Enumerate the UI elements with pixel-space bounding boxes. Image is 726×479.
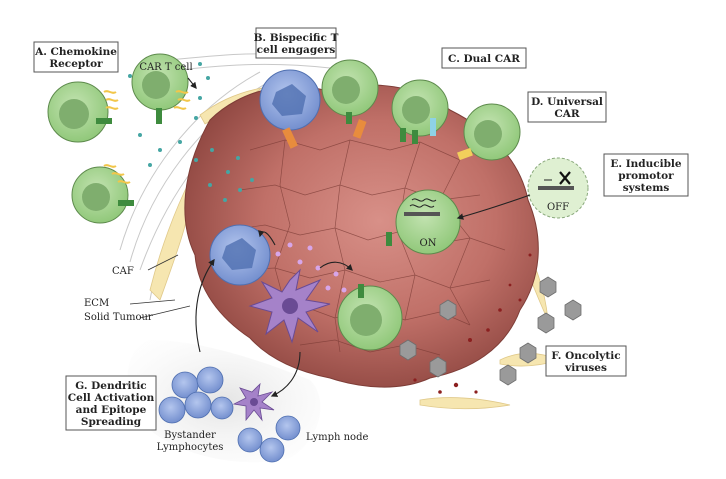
car-t-cell-d bbox=[430, 103, 521, 161]
bystander-lymphocytes bbox=[158, 366, 234, 424]
car-t-cell-a2 bbox=[131, 53, 189, 124]
antigen-dots bbox=[275, 242, 347, 293]
label-inducible-line3: systems bbox=[623, 182, 670, 194]
annotation-car-t-cell: CAR T cell bbox=[139, 62, 192, 73]
label-dual-car: C. Dual CAR bbox=[441, 47, 527, 69]
label-universal-line2: CAR bbox=[554, 108, 580, 120]
lymph-node-lymphocytes bbox=[237, 415, 301, 463]
label-universal-line1: D. Universal bbox=[531, 96, 603, 108]
label-bispecific-line1: B. Bispecific T bbox=[254, 32, 339, 44]
label-dendritic-line4: Spreading bbox=[81, 416, 142, 428]
chemokine-receptors-a1 bbox=[103, 90, 119, 110]
dendritic-cell-main bbox=[248, 268, 331, 344]
car-t-cell-inducible-off bbox=[527, 157, 589, 219]
label-inducible: E. Inducible promotor systems bbox=[603, 153, 689, 197]
annotation-bystander-line1: Bystander bbox=[164, 430, 216, 441]
label-dendritic: G. Dendritic Cell Activation and Epitope… bbox=[65, 375, 157, 431]
label-bispecific-line2: cell engagers bbox=[257, 44, 336, 56]
annotation-solid-tumour: Solid Tumour bbox=[84, 312, 153, 323]
label-chemokine-line1: A. Chemokine bbox=[34, 46, 117, 58]
annotation-caf: CAF bbox=[112, 266, 134, 277]
label-universal-car: D. Universal CAR bbox=[527, 91, 607, 123]
car-t-cell-a1 bbox=[47, 81, 112, 143]
car-t-cell-inducible-on bbox=[386, 189, 461, 255]
label-dual-car-text: C. Dual CAR bbox=[448, 53, 520, 65]
tumour-lymphocyte bbox=[209, 224, 271, 286]
annotation-ecm: ECM bbox=[84, 298, 109, 309]
virus-debris bbox=[413, 253, 532, 394]
label-inducible-line2: promotor bbox=[618, 170, 674, 182]
label-dendritic-line3: and Epitope bbox=[76, 404, 147, 416]
chemokine-receptors-a3 bbox=[103, 164, 131, 184]
label-oncolytic-line2: viruses bbox=[564, 362, 607, 374]
label-chemokine-receptor: A. Chemokine Receptor bbox=[33, 41, 119, 73]
label-dendritic-line1: G. Dendritic bbox=[75, 380, 146, 392]
chemokine-dots bbox=[128, 62, 254, 202]
car-t-cell-a3 bbox=[71, 166, 134, 224]
car-t-cell-b bbox=[321, 59, 379, 139]
annotation-off: OFF bbox=[547, 202, 569, 213]
label-bispecific: B. Bispecific T cell engagers bbox=[254, 27, 339, 59]
chemokine-receptors-a2 bbox=[173, 90, 191, 110]
label-inducible-line1: E. Inducible bbox=[610, 158, 682, 170]
oncolytic-viruses bbox=[399, 276, 582, 386]
label-dendritic-line2: Cell Activation bbox=[68, 392, 155, 404]
arrows bbox=[187, 77, 531, 397]
car-t-cell-tumour bbox=[337, 284, 403, 351]
label-oncolytic-line1: F. Oncolytic bbox=[551, 350, 620, 362]
label-oncolytic: F. Oncolytic viruses bbox=[545, 345, 627, 377]
bispecific-lymphocyte bbox=[259, 69, 321, 149]
leader-lines bbox=[129, 254, 191, 319]
label-chemokine-line2: Receptor bbox=[49, 58, 103, 70]
annotation-bystander-line2: Lymphocytes bbox=[157, 442, 224, 453]
annotation-lymph-node: Lymph node bbox=[306, 432, 368, 443]
annotation-on: ON bbox=[420, 238, 437, 249]
dendritic-cell-small bbox=[232, 382, 275, 422]
